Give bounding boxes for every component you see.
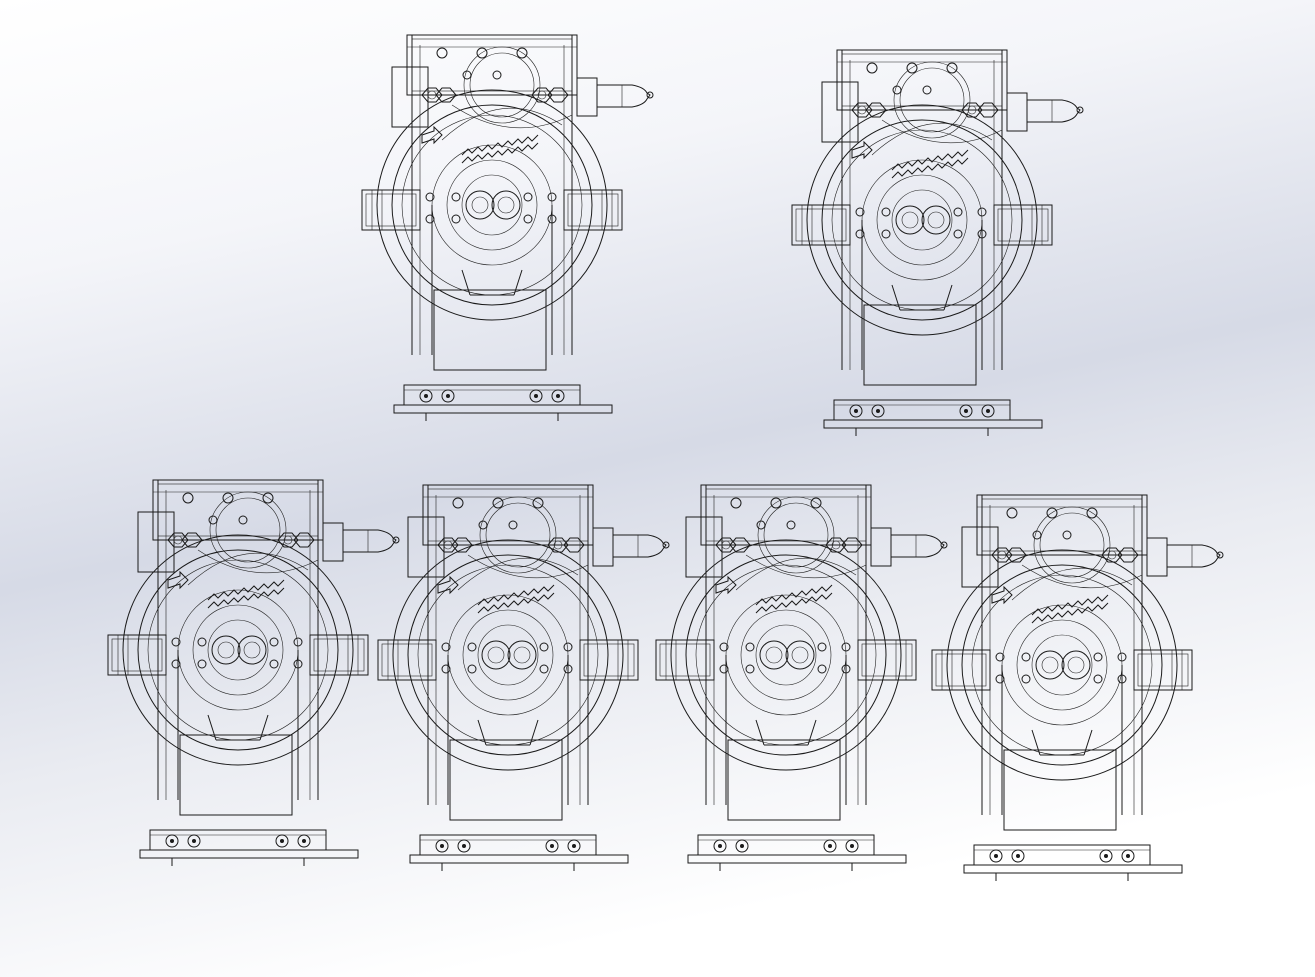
assembly-instance-3[interactable]	[107, 479, 400, 867]
assembly-instance-2[interactable]	[791, 49, 1084, 437]
assembly-instance-4[interactable]	[377, 484, 670, 872]
assembly-instance-1[interactable]	[361, 34, 654, 422]
assembly-instance-6[interactable]	[931, 494, 1224, 882]
assembly-instance-5[interactable]	[655, 484, 948, 872]
